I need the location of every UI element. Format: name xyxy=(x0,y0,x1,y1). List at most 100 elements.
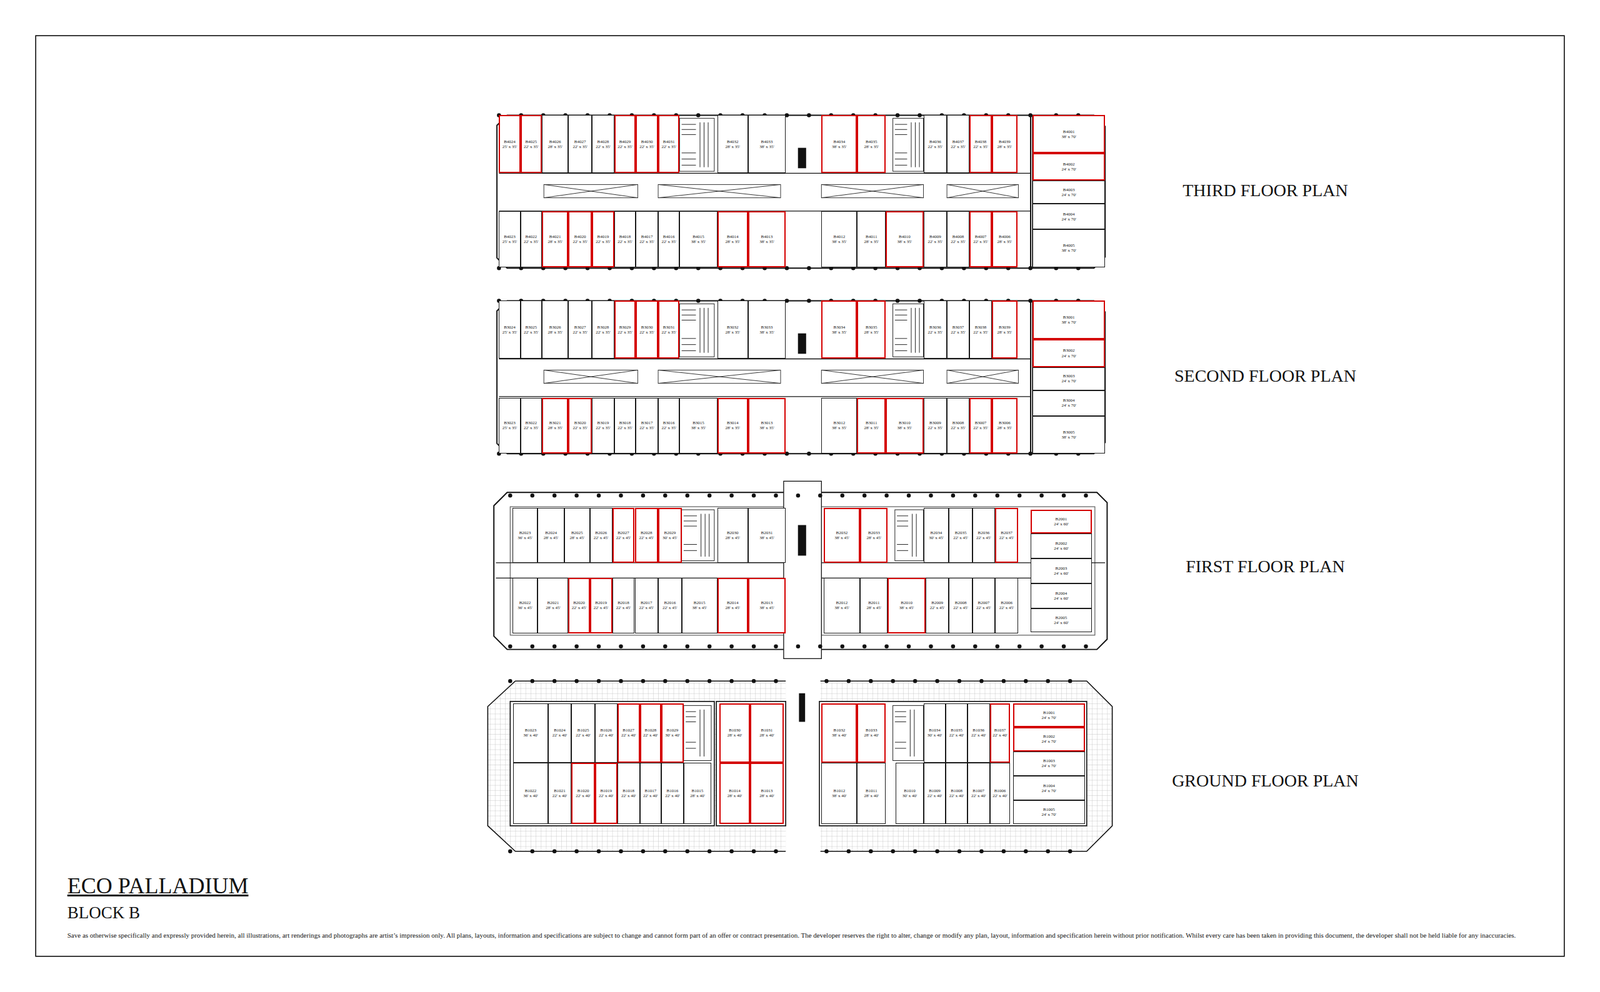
unit-number: B1030 xyxy=(728,728,741,734)
unit-size: 22' x 45' xyxy=(662,605,678,611)
unit-number: B3013 xyxy=(761,420,774,426)
unit-number: B4023 xyxy=(503,234,516,240)
unit-size: 22' x 45' xyxy=(593,535,609,541)
unit-number: B2026 xyxy=(595,530,607,536)
unit-size: 38' x 70' xyxy=(1061,320,1077,325)
unit-number: B2027 xyxy=(617,530,630,536)
shop-unit: B301338' x 35' xyxy=(748,398,786,455)
shop-unit: B203328' x 45' xyxy=(860,508,888,564)
shop-unit: B402222' x 35' xyxy=(520,211,542,268)
shop-unit: B401622' x 35' xyxy=(658,211,680,268)
unit-number: B4013 xyxy=(761,234,774,240)
unit-number: B2015 xyxy=(693,600,706,606)
unit-number: B2023 xyxy=(519,530,532,536)
shop-unit: B300424' x 70' xyxy=(1032,390,1105,417)
shop-unit: B402022' x 35' xyxy=(568,211,592,268)
shop-unit: B302325' x 35' xyxy=(498,398,520,455)
shop-unit: B400628' x 35' xyxy=(991,211,1018,268)
shop-unit: B101428' x 40' xyxy=(719,763,750,825)
unit-number: B3020 xyxy=(574,420,587,426)
unit-number: B4006 xyxy=(998,234,1011,240)
shop-unit: B403022' x 35' xyxy=(635,115,659,174)
unit-number: B3002 xyxy=(1063,348,1075,354)
unit-number: B3018 xyxy=(619,420,632,426)
unit-size: 22' x 35' xyxy=(595,425,611,431)
unit-number: B3039 xyxy=(998,325,1011,330)
unit-size: 24' x 60' xyxy=(1053,571,1069,577)
unit-number: B3033 xyxy=(761,325,774,330)
unit-size: 38' x 35' xyxy=(831,425,847,431)
unit-size: 22' x 40' xyxy=(575,733,591,739)
unit-size: 22' x 40' xyxy=(598,733,614,739)
unit-number: B2028 xyxy=(640,530,653,536)
unit-number: B4009 xyxy=(929,234,942,240)
shop-unit: B101030' x 40' xyxy=(895,763,924,825)
unit-size: 28' x 40' xyxy=(759,733,775,739)
shop-unit: B403722' x 35' xyxy=(946,115,970,174)
unit-number: B2011 xyxy=(868,600,880,606)
shop-unit: B400224' x 70' xyxy=(1032,153,1105,181)
shop-unit: B403822' x 35' xyxy=(969,115,992,174)
shop-unit: B102122' x 40' xyxy=(548,763,572,825)
unit-size: 28' x 40' xyxy=(864,733,880,739)
unit-number: B2016 xyxy=(663,600,676,606)
shop-unit: B203522' x 45' xyxy=(948,508,973,564)
unit-size: 22' x 35' xyxy=(973,144,989,150)
shop-unit: B300922' x 35' xyxy=(923,398,948,455)
shop-unit: B202022' x 45' xyxy=(568,578,590,634)
unit-size: 28' x 35' xyxy=(547,239,563,245)
shop-unit: B301428' x 35' xyxy=(717,398,749,455)
unit-number: B3003 xyxy=(1063,373,1075,379)
unit-size: 22' x 35' xyxy=(928,425,944,431)
shop-unit: B300224' x 70' xyxy=(1032,339,1105,367)
shop-unit: B201538' x 45' xyxy=(681,578,718,634)
unit-size: 24' x 60' xyxy=(1053,596,1069,602)
shop-unit: B400424' x 70' xyxy=(1032,203,1105,230)
shop-unit: B401822' x 35' xyxy=(614,211,636,268)
shop-unit: B303228' x 35' xyxy=(717,300,749,359)
shop-unit: B301622' x 35' xyxy=(658,398,680,455)
unit-number: B2004 xyxy=(1055,591,1068,597)
unit-size: 22' x 35' xyxy=(950,144,966,150)
unit-number: B1033 xyxy=(865,728,878,734)
unit-number: B2008 xyxy=(955,600,967,606)
unit-size: 22' x 45' xyxy=(999,535,1015,541)
unit-number: B4028 xyxy=(597,139,610,145)
unit-size: 22' x 40' xyxy=(598,793,614,799)
unit-number: B4025 xyxy=(525,139,537,145)
shop-unit: B203238' x 45' xyxy=(823,508,861,564)
unit-size: 22' x 45' xyxy=(976,535,992,541)
unit-size: 22' x 35' xyxy=(617,239,633,245)
unit-number: B3019 xyxy=(597,420,610,426)
shop-unit: B102336' x 40' xyxy=(513,703,549,764)
unit-size: 30' x 45' xyxy=(662,535,678,541)
unit-size: 38' x 45' xyxy=(759,605,775,611)
unit-number: B4008 xyxy=(952,234,965,240)
unit-number: B2035 xyxy=(955,530,967,536)
floor-plan-title: FIRST FLOOR PLAN xyxy=(1115,556,1415,577)
unit-size: 28' x 35' xyxy=(864,144,880,150)
unit-number: B2034 xyxy=(930,530,943,536)
shop-unit: B103722' x 40' xyxy=(990,703,1011,764)
unit-size: 22' x 35' xyxy=(595,330,611,335)
unit-size: 22' x 35' xyxy=(973,330,989,335)
shop-unit: B201038' x 45' xyxy=(887,578,925,634)
shop-unit: B101722' x 40' xyxy=(640,763,662,825)
unit-size: 38' x 35' xyxy=(691,425,707,431)
third-floor-plan xyxy=(496,115,1105,269)
unit-number: B2020 xyxy=(573,600,585,606)
unit-number: B2013 xyxy=(761,600,774,606)
shop-unit: B102722' x 40' xyxy=(617,703,640,764)
shop-unit: B402922' x 35' xyxy=(614,115,636,174)
unit-number: B3027 xyxy=(574,325,587,330)
unit-number: B4034 xyxy=(833,139,846,145)
unit-size: 22' x 35' xyxy=(928,330,944,335)
shop-unit: B101328' x 40' xyxy=(750,763,784,825)
shop-unit: B403122' x 35' xyxy=(658,115,680,174)
shop-unit: B402325' x 35' xyxy=(498,211,520,268)
shop-unit: B102422' x 40' xyxy=(548,703,572,764)
shop-unit: B302128' x 35' xyxy=(541,398,569,455)
unit-size: 22' x 35' xyxy=(928,239,944,245)
unit-size: 28' x 40' xyxy=(759,793,775,799)
unit-size: 22' x 40' xyxy=(643,793,659,799)
